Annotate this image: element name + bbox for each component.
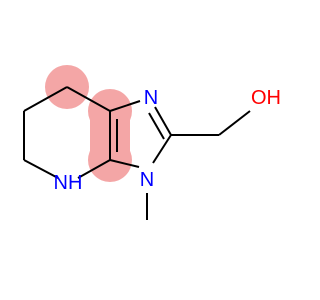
bond-c6-c7 [23, 86, 68, 112]
structure-diagram: N N NH OH [23, 65, 281, 220]
methyl-nitrogen-label: N [140, 169, 154, 191]
bond-c7a-n1 [109, 100, 141, 112]
bond-n4-c5 [23, 159, 59, 179]
bond-n1-c2-double [148, 112, 165, 140]
bond-n4-c3a [77, 159, 111, 179]
hydroxyl-label: OH [251, 87, 281, 109]
bond-c7-c7a [66, 86, 111, 112]
imine-nitrogen-label: N [144, 87, 158, 109]
amine-nitrogen-label: NH [54, 172, 83, 194]
molecule-canvas: N N NH OH [23, 65, 281, 220]
bond-c2-n3 [152, 134, 172, 164]
bond-ch2-o [218, 110, 251, 136]
bond-n1-c2 [154, 106, 172, 136]
bond-n3-c3a [109, 159, 140, 168]
